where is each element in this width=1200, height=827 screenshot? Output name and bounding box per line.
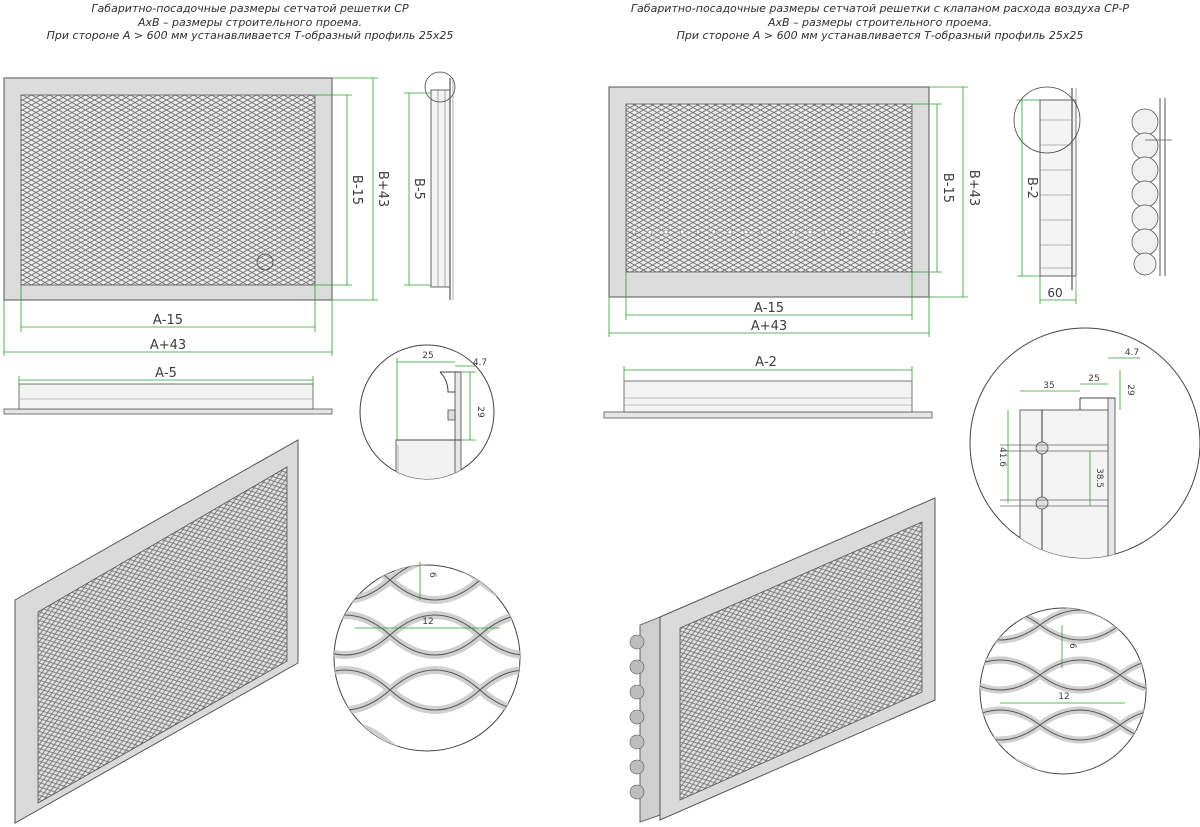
right-mesh-detail: 6 12 (979, 607, 1147, 775)
left-dim-b5: В-5 (411, 178, 426, 200)
left-iso-view (14, 439, 299, 824)
right-dim-29: 29 (1125, 384, 1135, 396)
left-side-view: В-5 (404, 71, 456, 300)
right-dim-38-5: 38.5 (1094, 468, 1104, 488)
right-side-view: В-2 60 (1013, 86, 1081, 304)
left-caption: Габаритно-посадочные размеры сетчатой ре… (40, 2, 460, 43)
left-caption-line-3: При стороне А > 600 мм устанавливается Т… (46, 29, 454, 42)
right-dim-a2: А-2 (755, 355, 777, 370)
left-caption-line-2: АхВ – размеры строительного проема. (137, 15, 363, 29)
right-caption: Габаритно-посадочные размеры сетчатой ре… (600, 2, 1160, 43)
right-dim-25: 25 (1088, 374, 1099, 384)
right-profile-detail: 35 25 4.7 29 41.6 38.5 (969, 327, 1200, 559)
right-caption-line-2: АхВ – размеры строительного проема. (767, 15, 993, 29)
right-dim-60: 60 (1047, 286, 1062, 300)
left-caption-line-1: Габаритно-посадочные размеры сетчатой ре… (91, 2, 409, 15)
left-dim-6: 6 (427, 572, 437, 578)
left-dim-12: 12 (422, 617, 433, 627)
left-front-view: А-15 А+43 В-15 В+43 (3, 77, 390, 356)
right-bottom-view: А-2 (603, 355, 933, 419)
left-bottom-view: А-5 (3, 366, 333, 415)
left-dim-a5: А-5 (155, 366, 177, 381)
right-front-view: А-15 А+43 В-15 В+43 (608, 86, 981, 337)
right-valve-section (1131, 98, 1172, 276)
right-dim-b15: В-15 (940, 173, 955, 203)
right-dim-b2: В-2 (1024, 177, 1039, 199)
right-caption-line-3: При стороне А > 600 мм устанавливается Т… (676, 29, 1084, 42)
left-dim-a15: А-15 (153, 313, 183, 328)
right-iso-view (629, 497, 936, 823)
right-dim-a15: А-15 (754, 301, 784, 316)
left-dim-25: 25 (422, 351, 433, 361)
right-dim-4-7: 4.7 (1125, 348, 1139, 358)
left-profile-detail: 25 4.7 29 (359, 344, 495, 480)
left-dim-4-7: 4.7 (473, 358, 487, 368)
left-dim-a43: А+43 (150, 338, 186, 353)
right-caption-line-1: Габаритно-посадочные размеры сетчатой ре… (630, 2, 1130, 15)
left-mesh-detail: 6 12 (333, 562, 521, 752)
right-dim-12: 12 (1058, 692, 1069, 702)
right-dim-41-6: 41.6 (997, 447, 1007, 467)
left-dim-b15: В-15 (349, 175, 364, 205)
left-dim-29: 29 (475, 406, 485, 418)
left-dim-b43: В+43 (375, 171, 390, 207)
right-dim-6: 6 (1067, 643, 1077, 649)
right-dim-b43: В+43 (966, 170, 981, 206)
right-dim-a43: А+43 (751, 319, 787, 334)
right-dim-35: 35 (1043, 381, 1054, 391)
